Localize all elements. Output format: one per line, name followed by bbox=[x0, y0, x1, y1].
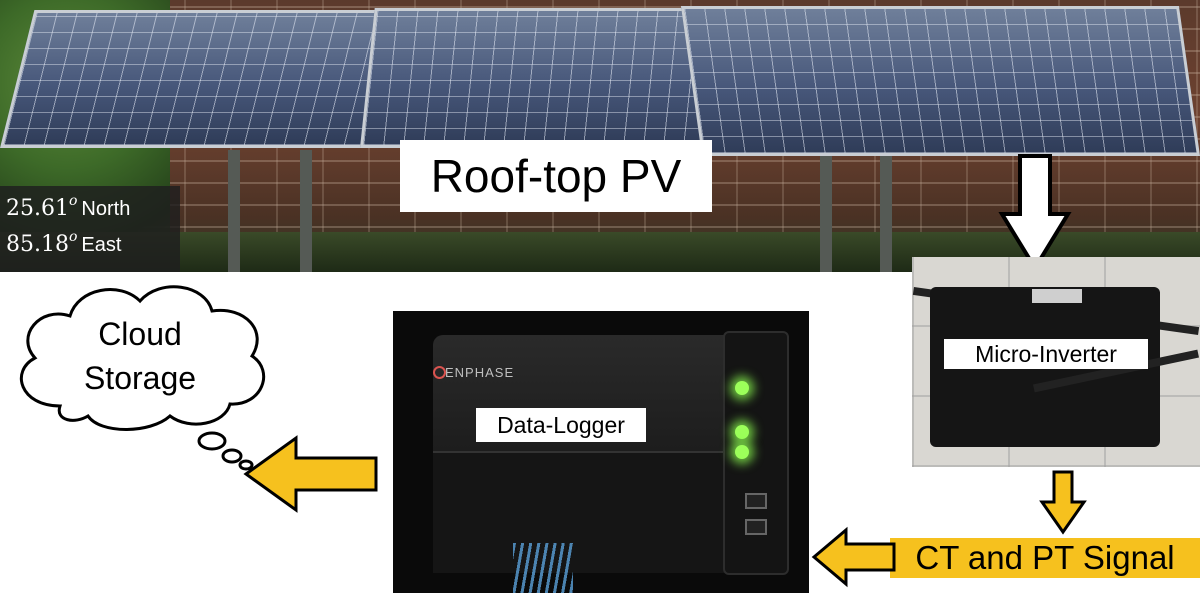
brand-name: ENPHASE bbox=[445, 365, 515, 380]
status-led bbox=[735, 445, 749, 459]
usb-port bbox=[745, 519, 767, 535]
solar-panel-right bbox=[680, 6, 1200, 156]
rooftop-pv-photo bbox=[0, 0, 1200, 272]
rooftop-pv-label: Roof-top PV bbox=[400, 140, 712, 212]
status-led-panel bbox=[723, 331, 789, 575]
down-arrow-yellow-icon bbox=[1039, 470, 1087, 535]
cloud-label-line2: Storage bbox=[83, 360, 197, 396]
down-arrow-icon bbox=[998, 154, 1072, 272]
usb-port bbox=[745, 493, 767, 509]
status-led bbox=[735, 425, 749, 439]
left-arrow-yellow-icon bbox=[811, 526, 896, 588]
data-logger-photo: ENPHASE bbox=[393, 311, 809, 593]
left-arrow-yellow-icon bbox=[243, 435, 378, 513]
ct-pt-signal-label: CT and PT Signal bbox=[890, 538, 1200, 578]
cloud-storage-label: Cloud Storage bbox=[40, 312, 240, 400]
micro-inverter-label: Micro-Inverter bbox=[944, 339, 1148, 369]
status-led bbox=[735, 381, 749, 395]
enphase-logo-icon bbox=[433, 366, 446, 379]
cloud-storage-icon bbox=[19, 285, 265, 471]
data-logger-label: Data-Logger bbox=[476, 408, 646, 442]
cloud-label-line1: Cloud bbox=[98, 316, 182, 352]
